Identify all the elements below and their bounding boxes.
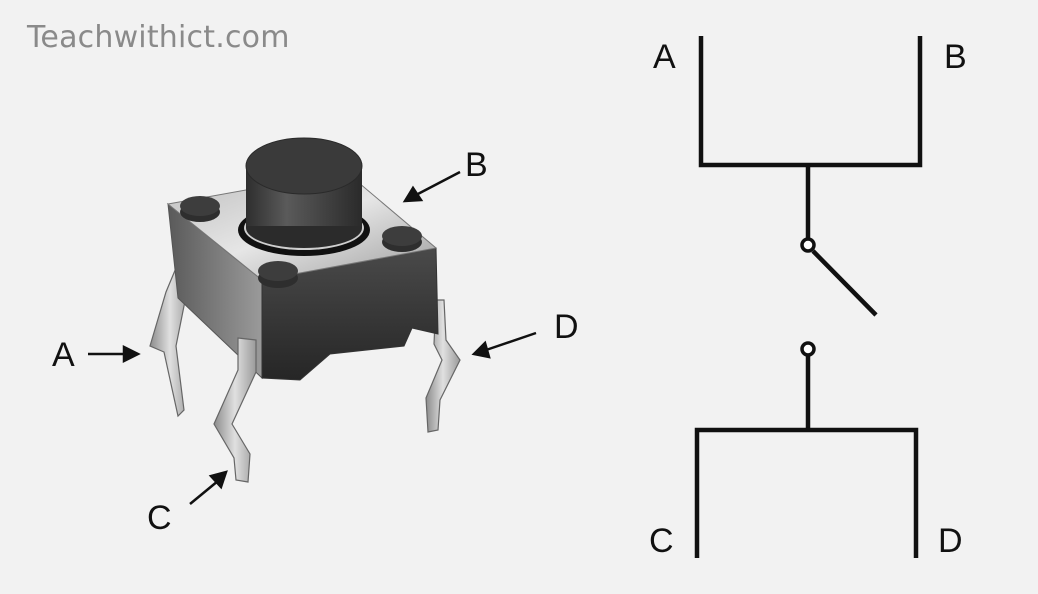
bottom-contact	[800, 341, 816, 357]
switch-lever	[811, 249, 878, 317]
top-terminal-wires	[698, 36, 923, 168]
label-arrows	[88, 170, 537, 505]
schematic-label-b: B	[944, 38, 967, 76]
top-contact	[800, 237, 816, 253]
plunger	[238, 137, 370, 256]
schematic-label-a: A	[653, 38, 676, 76]
schematic-label-d: D	[938, 522, 963, 560]
bottom-terminal-wires	[694, 427, 919, 558]
corner-studs	[180, 196, 422, 288]
photo-label-b: B	[465, 146, 488, 184]
photo-label-c: C	[147, 499, 172, 537]
site-watermark: Teachwithict.com	[27, 20, 290, 55]
switch-front-side	[261, 247, 439, 381]
schematic-label-c: C	[649, 522, 674, 560]
leg-c	[213, 337, 257, 483]
photo-label-a: A	[52, 336, 75, 374]
photo-label-d: D	[554, 308, 579, 346]
